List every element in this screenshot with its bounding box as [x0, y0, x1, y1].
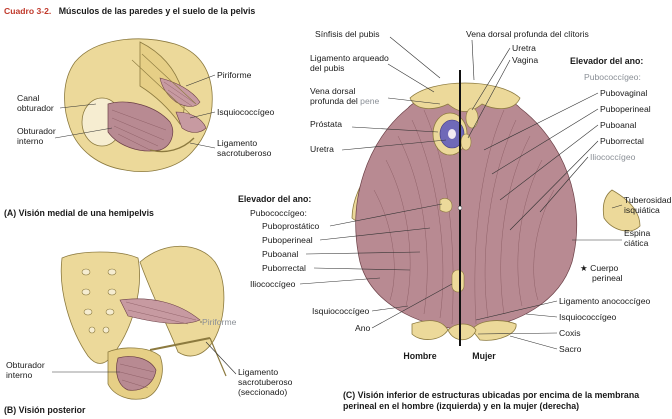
label-a-ligamento-sacrotuberoso: Ligamentosacrotuberoso [217, 138, 272, 158]
label-c-vagina: Vagina [512, 55, 538, 65]
figure-title: Cuadro 3-2. Músculos de las paredes y el… [4, 1, 255, 18]
label-b-obturador-interno: Obturadorinterno [6, 360, 45, 380]
label-c-isquiococcigeo-left: Isquiococcígeo [312, 306, 370, 316]
label-c-pubovaginal: Pubovaginal [600, 88, 647, 98]
label-c-puboanal-right: Puboanal [600, 120, 636, 130]
label-c-tuberosidad: Tuberosidadisquiática [624, 195, 672, 215]
label-c-cuerpo-perineal: ★ Cuerpoperineal [580, 263, 623, 283]
label-c-uretra-right: Uretra [512, 43, 536, 53]
label-c-pubococcigeo-left: Pubococcígeo: [250, 208, 307, 218]
panel-b-caption: (B) Visión posterior [4, 405, 86, 415]
label-c-lig-anococcigeo: Ligamento anococcígeo [559, 296, 650, 306]
label-c-iliococcigeo-left: Iliococcígeo [250, 279, 296, 289]
label-c-espina: Espinaciática [624, 228, 650, 248]
label-a-piriforme: Piriforme [217, 70, 252, 80]
label-c-iliococcigeo-right: Iliococcígeo [590, 152, 636, 162]
label-c-uretra-left: Uretra [310, 144, 334, 154]
title-number: Cuadro 3-2. [4, 6, 51, 16]
label-c-puboanal-left: Puboanal [262, 249, 298, 259]
label-c-elevador-right: Elevador del ano: [570, 56, 643, 66]
panel-c-caption-line2: perineal en el hombre (izquierda) y en l… [343, 401, 579, 411]
label-a-isquiococcigeo: Isquiococcígeo [217, 107, 275, 117]
label-c-pubococcigeo-right: Pubococcígeo: [584, 72, 641, 82]
label-c-puboprostatico: Puboprostático [262, 221, 320, 231]
label-c-vena-dorsal-clitoris: Vena dorsal profunda del clítoris [466, 29, 589, 39]
label-c-elevador-left: Elevador del ano: [238, 194, 311, 204]
label-c-puborrectal-left: Puborrectal [262, 263, 306, 273]
label-b-ligamento-sacrotuberoso: Ligamentosacrotuberoso(seccionado) [238, 367, 293, 397]
label-c-puboperineal-left: Puboperineal [262, 235, 313, 245]
label-c-coxis: Coxis [559, 328, 581, 338]
label-c-sacro: Sacro [559, 344, 582, 354]
label-c-puborrectal-right: Puborrectal [600, 136, 644, 146]
label-c-hombre: Hombre [403, 351, 436, 361]
label-c-mujer: Mujer [472, 351, 496, 361]
label-a-obturador-interno: Obturadorinterno [17, 126, 56, 146]
title-text: Músculos de las paredes y el suelo de la… [59, 6, 256, 16]
label-c-lig-arqueado: Ligamento arqueadodel pubis [310, 53, 389, 73]
label-c-sinfisis: Sínfisis del pubis [315, 29, 380, 39]
panel-a-caption: (A) Visión medial de una hemipelvis [4, 208, 154, 218]
label-c-puboperineal-right: Puboperineal [600, 104, 651, 114]
label-c-ano: Ano [355, 323, 371, 333]
label-a-canal-obturador: Canalobturador [17, 93, 54, 113]
label-b-piriforme: Piriforme [202, 317, 237, 327]
label-c-isquiococcigeo-right: Isquiococcígeo [559, 312, 617, 322]
panel-c-caption-line1: (C) Visión inferior de estructuras ubica… [343, 390, 639, 400]
label-c-vena-dorsal-pene: Vena dorsalprofunda del pene [310, 86, 380, 106]
label-c-prostata: Próstata [310, 119, 342, 129]
